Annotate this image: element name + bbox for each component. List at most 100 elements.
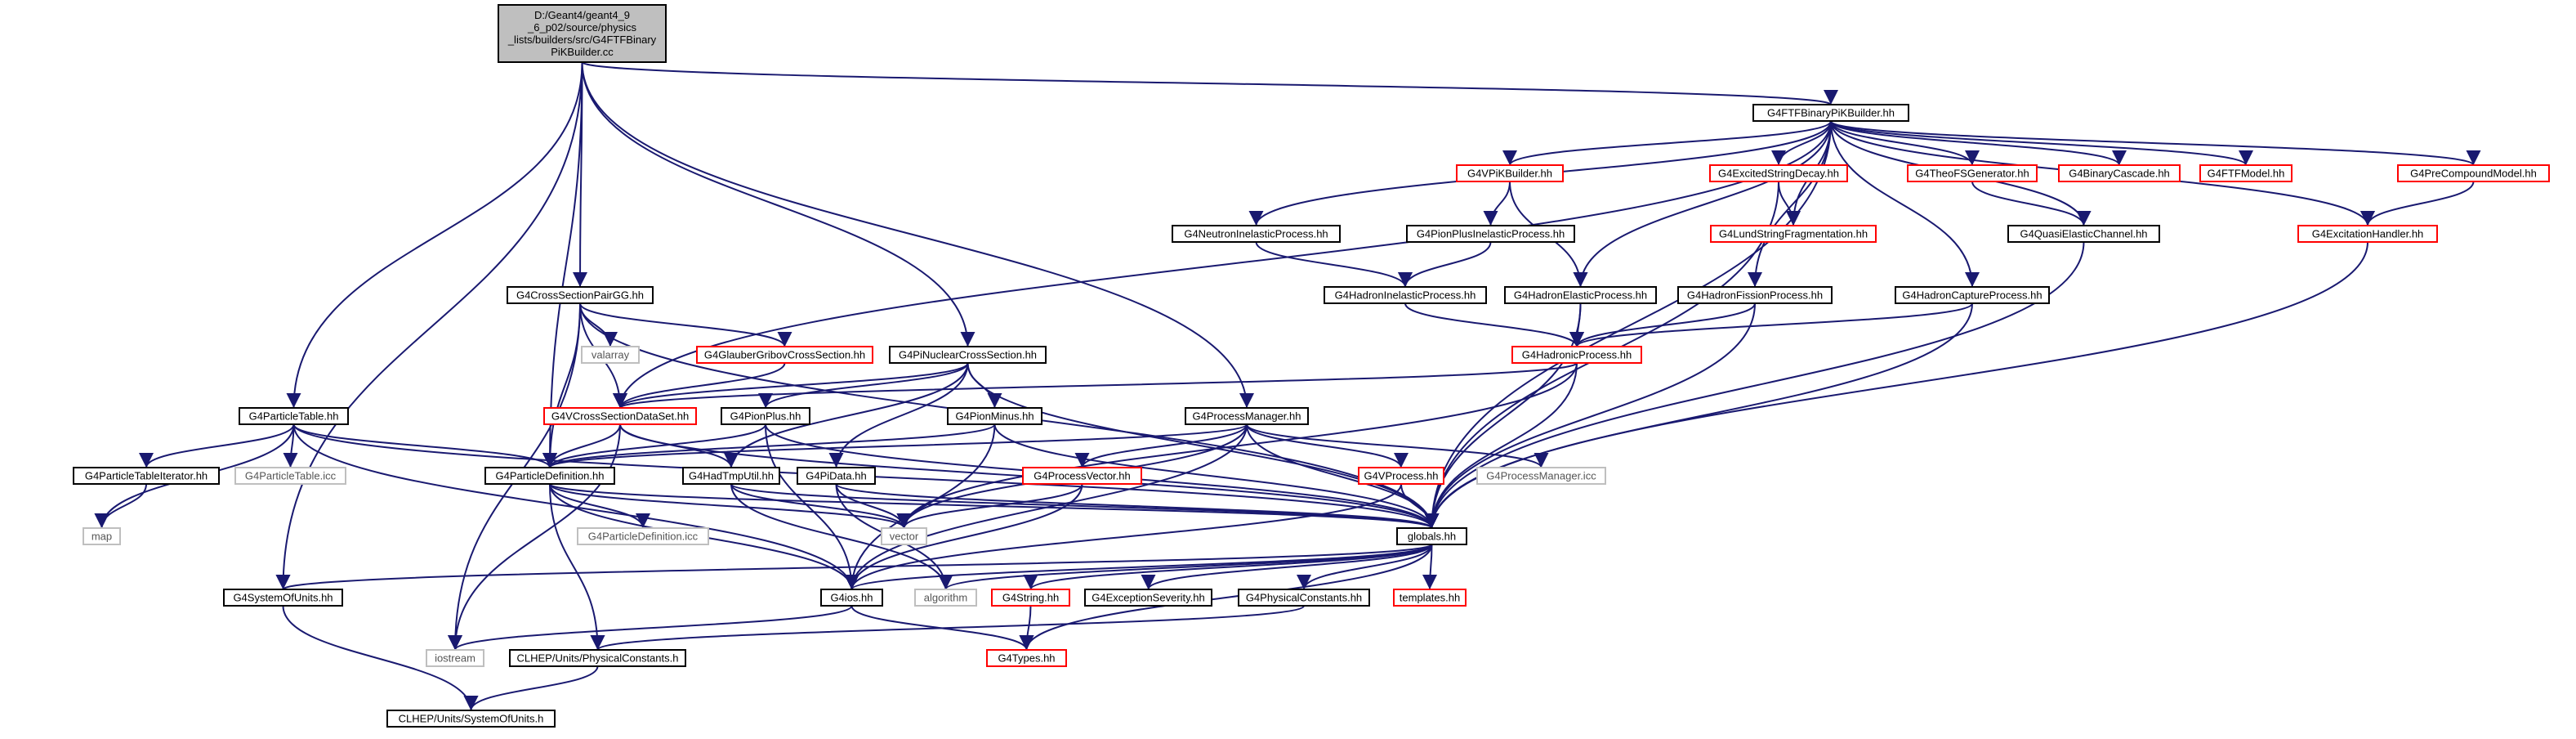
node-root[interactable]: D:/Geant4/geant4_9_6_p02/source/physics_… bbox=[498, 4, 667, 63]
node-ptiter[interactable]: G4ParticleTableIterator.hh bbox=[73, 467, 220, 485]
node-bincasc[interactable]: G4BinaryCascade.hh bbox=[2058, 164, 2181, 182]
node-procvec[interactable]: G4ProcessVector.hh bbox=[1022, 467, 1142, 485]
node-glauber[interactable]: G4GlauberGribovCrossSection.hh bbox=[696, 346, 873, 364]
node-vcross[interactable]: G4VCrossSectionDataSet.hh bbox=[543, 407, 697, 425]
node-hadelastic[interactable]: G4HadronElasticProcess.hh bbox=[1504, 286, 1657, 304]
node-precomp[interactable]: G4PreCompoundModel.hh bbox=[2397, 164, 2550, 182]
edge-ftf-to-bincasc bbox=[1830, 120, 2127, 166]
node-algorithm[interactable]: algorithm bbox=[914, 589, 977, 607]
node-crosspair[interactable]: G4CrossSectionPairGG.hh bbox=[507, 286, 654, 304]
node-quasi[interactable]: G4QuasiElasticChannel.hh bbox=[2007, 225, 2160, 243]
edge-partdef-to-vector bbox=[549, 483, 912, 529]
edge-pinuclear-to-globals bbox=[967, 362, 1440, 529]
node-label-quasi: G4QuasiElasticChannel.hh bbox=[2020, 228, 2147, 240]
node-label-g4types: G4Types.hh bbox=[998, 652, 1055, 665]
node-box-bincasc bbox=[2058, 164, 2181, 182]
node-ptableicc[interactable]: G4ParticleTable.icc bbox=[234, 467, 346, 485]
node-label-pinuclear: G4PiNuclearCrossSection.hh bbox=[899, 349, 1037, 361]
node-iostream[interactable]: iostream bbox=[426, 649, 484, 667]
node-map[interactable]: map bbox=[83, 527, 121, 545]
node-box-g4types bbox=[986, 649, 1067, 667]
node-label-crosspair: G4CrossSectionPairGG.hh bbox=[516, 289, 644, 302]
node-clhepunits[interactable]: CLHEP/Units/SystemOfUnits.h bbox=[386, 710, 556, 728]
node-label-partdef: G4ParticleDefinition.hh bbox=[496, 470, 605, 482]
node-procmgr[interactable]: G4ProcessManager.hh bbox=[1185, 407, 1309, 425]
node-vpik[interactable]: G4VPiKBuilder.hh bbox=[1456, 164, 1564, 182]
node-g4types[interactable]: G4Types.hh bbox=[986, 649, 1067, 667]
node-particletable[interactable]: G4ParticleTable.hh bbox=[239, 407, 349, 425]
node-label-ftfmodel: G4FTFModel.hh bbox=[2208, 168, 2285, 180]
edge-ftf-to-precomp bbox=[1830, 120, 2480, 166]
node-hadtmp[interactable]: G4HadTmpUtil.hh bbox=[682, 467, 780, 485]
node-procmgricc[interactable]: G4ProcessManager.icc bbox=[1476, 467, 1606, 485]
node-templates[interactable]: templates.hh bbox=[1393, 589, 1467, 607]
node-label-precomp: G4PreCompoundModel.hh bbox=[2410, 168, 2537, 180]
node-hadfission[interactable]: G4HadronFissionProcess.hh bbox=[1677, 286, 1833, 304]
node-clhepconst[interactable]: CLHEP/Units/PhysicalConstants.h bbox=[509, 649, 686, 667]
node-box-root bbox=[498, 4, 667, 63]
node-excit[interactable]: G4ExcitationHandler.hh bbox=[2297, 225, 2438, 243]
node-label-particletable: G4ParticleTable.hh bbox=[249, 410, 339, 423]
node-partdeficc[interactable]: G4ParticleDefinition.icc bbox=[577, 527, 709, 545]
node-lund[interactable]: G4LundStringFragmentation.hh bbox=[1710, 225, 1877, 243]
node-box-algorithm bbox=[914, 589, 977, 607]
node-label-bincasc: G4BinaryCascade.hh bbox=[2069, 168, 2170, 180]
edge-vpik-to-pionplusinel bbox=[1483, 181, 1511, 226]
node-label-clhepconst: CLHEP/Units/PhysicalConstants.h bbox=[517, 652, 679, 665]
node-box-valarray bbox=[581, 346, 640, 364]
node-globals[interactable]: globals.hh bbox=[1396, 527, 1467, 545]
node-box-precomp bbox=[2397, 164, 2550, 182]
node-label-hadfission: G4HadronFissionProcess.hh bbox=[1687, 289, 1823, 302]
node-ftfmodel[interactable]: G4FTFModel.hh bbox=[2199, 164, 2293, 182]
node-hadronic[interactable]: G4HadronicProcess.hh bbox=[1511, 346, 1642, 364]
edge-root-to-procmgr bbox=[581, 61, 1254, 409]
edge-ftf-to-ftfmodel bbox=[1830, 120, 2253, 166]
node-pionplusinel[interactable]: G4PionPlusInelasticProcess.hh bbox=[1406, 225, 1575, 243]
node-theo[interactable]: G4TheoFSGenerator.hh bbox=[1907, 164, 2038, 182]
node-hadcapture[interactable]: G4HadronCaptureProcess.hh bbox=[1895, 286, 2050, 304]
node-g4string[interactable]: G4String.hh bbox=[991, 589, 1070, 607]
edge-glauber-to-vcross bbox=[613, 362, 786, 409]
node-g4ios[interactable]: G4ios.hh bbox=[820, 589, 883, 607]
node-label-templates: templates.hh bbox=[1400, 592, 1460, 604]
node-ftf[interactable]: G4FTFBinaryPiKBuilder.hh bbox=[1752, 104, 1909, 122]
node-valarray[interactable]: valarray bbox=[581, 346, 640, 364]
node-label-pidata: G4PiData.hh bbox=[806, 470, 866, 482]
node-physconst[interactable]: G4PhysicalConstants.hh bbox=[1238, 589, 1370, 607]
edge-hadtmp-to-vector bbox=[730, 483, 912, 529]
node-label-root: _6_p02/source/physics bbox=[527, 21, 636, 34]
node-pionminus[interactable]: G4PionMinus.hh bbox=[947, 407, 1042, 425]
node-excsev[interactable]: G4ExceptionSeverity.hh bbox=[1084, 589, 1212, 607]
node-label-excstr: G4ExcitedStringDecay.hh bbox=[1718, 168, 1839, 180]
node-label-hadinel: G4HadronInelasticProcess.hh bbox=[1335, 289, 1476, 302]
node-hadinel[interactable]: G4HadronInelasticProcess.hh bbox=[1324, 286, 1487, 304]
node-box-procmgr bbox=[1185, 407, 1309, 425]
node-box-hadcapture bbox=[1895, 286, 2050, 304]
node-pidata[interactable]: G4PiData.hh bbox=[797, 467, 876, 485]
edge-particletable-to-ptiter bbox=[139, 423, 295, 468]
node-box-particletable bbox=[239, 407, 349, 425]
edge-vprocess-to-globals bbox=[1400, 483, 1440, 529]
node-label-g4ios: G4ios.hh bbox=[830, 592, 873, 604]
node-label-vector: vector bbox=[890, 531, 919, 543]
node-sysunits[interactable]: G4SystemOfUnits.hh bbox=[223, 589, 343, 607]
node-neutron[interactable]: G4NeutronInelasticProcess.hh bbox=[1172, 225, 1341, 243]
node-partdef[interactable]: G4ParticleDefinition.hh bbox=[484, 467, 615, 485]
edge-hadfission-to-globals bbox=[1424, 302, 1756, 529]
node-box-quasi bbox=[2007, 225, 2160, 243]
edge-pionminus-to-globals bbox=[993, 423, 1440, 529]
edge-g4ios-to-iostream bbox=[448, 605, 853, 651]
node-box-physconst bbox=[1238, 589, 1370, 607]
node-box-g4string bbox=[991, 589, 1070, 607]
node-excstr[interactable]: G4ExcitedStringDecay.hh bbox=[1709, 164, 1848, 182]
edge-hadtmp-to-algorithm bbox=[730, 483, 953, 590]
node-box-vcross bbox=[543, 407, 697, 425]
node-label-map: map bbox=[92, 531, 112, 543]
node-vprocess[interactable]: G4VProcess.hh bbox=[1358, 467, 1444, 485]
node-label-ptableicc: G4ParticleTable.icc bbox=[245, 470, 337, 482]
node-pionplus[interactable]: G4PionPlus.hh bbox=[721, 407, 810, 425]
node-pinuclear[interactable]: G4PiNuclearCrossSection.hh bbox=[889, 346, 1047, 364]
node-box-templates bbox=[1393, 589, 1467, 607]
node-vector[interactable]: vector bbox=[881, 527, 927, 545]
